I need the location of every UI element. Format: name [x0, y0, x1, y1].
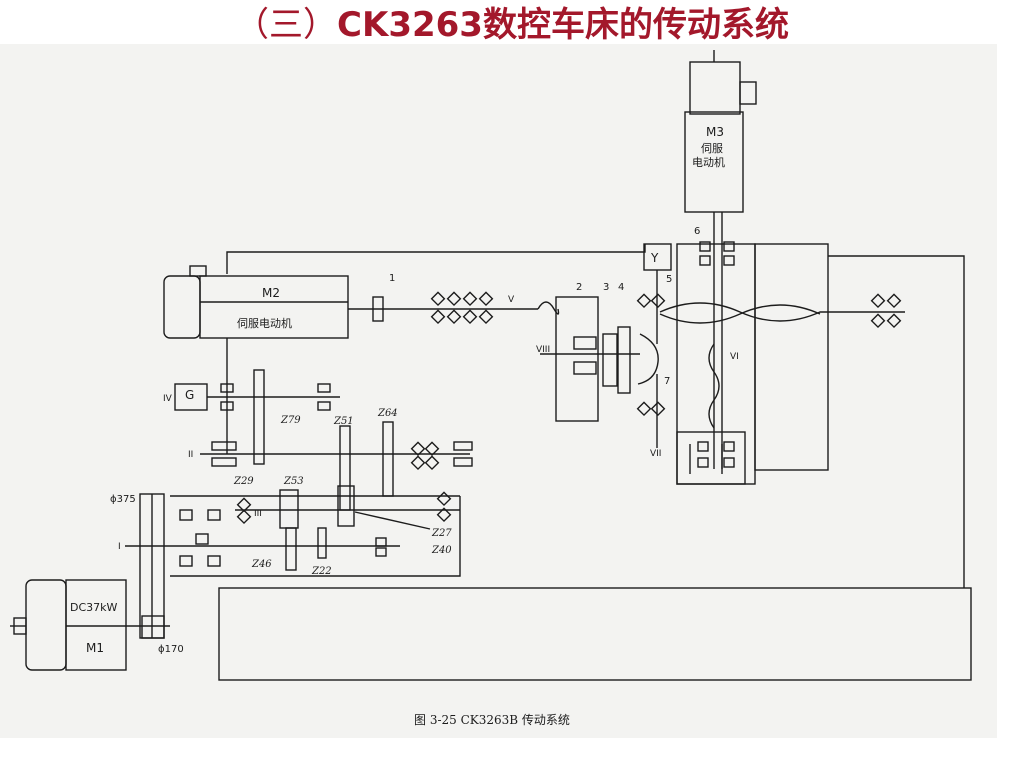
gear-label-z46: Z46: [251, 559, 272, 570]
part-5: 5: [666, 274, 672, 285]
lead-screw-vi: [708, 343, 720, 429]
m3-sub2: 电动机: [692, 155, 725, 169]
bearing-group-right: [870, 293, 902, 329]
slide-title: （三）CK3263数控车床的传动系统: [0, 2, 1024, 48]
lathe-bed: [218, 587, 972, 681]
part-2: 2: [576, 282, 582, 293]
carriage-housing: [676, 243, 756, 485]
title-paren: （三）: [235, 5, 338, 45]
motor-m2: [163, 265, 349, 339]
carriage-lower-box: [676, 431, 746, 485]
bearing-group-v: [430, 291, 494, 325]
pulley-label-375: ϕ375: [110, 494, 136, 505]
generator-label: G: [185, 388, 194, 402]
m2-label: M2: [262, 286, 280, 300]
shaft-label-ii: II: [188, 450, 193, 460]
gear-z79: [253, 369, 265, 465]
gear-3: [602, 333, 618, 387]
shaft-label-iv: IV: [163, 394, 173, 404]
title-main: CK3263数控车床的传动系统: [337, 5, 789, 45]
shaft-label-vii: VII: [650, 449, 661, 459]
gear-label-z79: Z79: [280, 415, 301, 426]
part-7: 7: [664, 376, 670, 387]
lead-screw-upper: [659, 302, 875, 322]
coupling-1: [372, 296, 384, 322]
gear-label-z64: Z64: [377, 408, 398, 419]
motor-m1: [10, 579, 170, 671]
shaft-label-vi: VI: [730, 352, 739, 362]
gear-label-z29: Z29: [233, 476, 254, 487]
gear-z46: [285, 527, 297, 571]
m1-label: M1: [86, 641, 104, 655]
gear-label-z51: Z51: [333, 416, 354, 427]
shaft-label-i: I: [118, 542, 121, 552]
part-4: 4: [618, 282, 624, 293]
gear-z27: [337, 485, 355, 527]
gearbox-2: [555, 296, 599, 422]
feedback-line-top: [226, 244, 646, 274]
carriage-side-box: [754, 243, 829, 471]
transmission-diagram-scan: M3 伺服 电动机 M2 伺服电动机 DC37kW M1 G Y I II II…: [0, 44, 997, 738]
transmission-diagram: M3 伺服 电动机 M2 伺服电动机 DC37kW M1 G Y I II II…: [10, 50, 972, 727]
figure-caption: 图 3-25 CK3263B 传动系统: [414, 712, 570, 727]
part-3: 3: [603, 282, 609, 293]
m3-sub1: 伺服: [701, 142, 723, 155]
part-1: 1: [389, 273, 395, 284]
bearings-m3: [697, 241, 735, 468]
gear-4: [617, 326, 631, 394]
gear-label-z53: Z53: [283, 476, 304, 487]
gear-z51: [339, 425, 351, 511]
m3-label: M3: [706, 125, 724, 139]
m1-power: DC37kW: [70, 601, 118, 614]
feedback-line-right: [828, 255, 965, 588]
gear-z64: [382, 421, 394, 497]
pulley-170: [141, 615, 165, 639]
m2-sub: 伺服电动机: [237, 316, 292, 330]
gear-label-z40: Z40: [431, 545, 452, 556]
bevel-bearings: [636, 293, 666, 417]
y-label: Y: [650, 251, 659, 265]
gear-label-z22: Z22: [311, 566, 332, 577]
part-6: 6: [694, 226, 700, 237]
motor-m3: [684, 50, 757, 469]
gear-label-z27: Z27: [431, 528, 452, 539]
shaft-label-viii: VIII: [536, 345, 550, 355]
shaft-label-iii: III: [254, 509, 262, 519]
gear-z22: [317, 527, 327, 559]
shaft-label-v: V: [508, 295, 515, 305]
pulley-label-170: ϕ170: [158, 644, 184, 655]
